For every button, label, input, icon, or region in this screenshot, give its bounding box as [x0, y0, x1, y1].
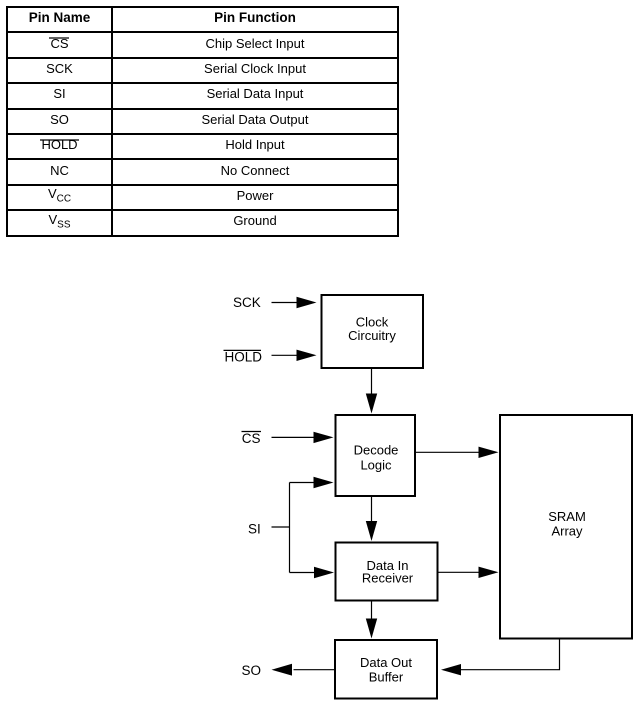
- svg-text:SI: SI: [248, 522, 261, 537]
- svg-text:Receiver: Receiver: [362, 571, 414, 586]
- svg-text:Clock: Clock: [356, 314, 389, 329]
- svg-text:SO: SO: [242, 663, 262, 678]
- svg-text:Data Out: Data Out: [360, 655, 412, 670]
- svg-text:HOLD: HOLD: [225, 349, 263, 364]
- svg-text:CS: CS: [242, 431, 261, 446]
- svg-text:SRAM: SRAM: [548, 509, 586, 524]
- svg-text:Data In: Data In: [367, 558, 409, 573]
- svg-text:Buffer: Buffer: [369, 669, 404, 684]
- svg-text:Logic: Logic: [360, 457, 392, 472]
- svg-text:SCK: SCK: [233, 295, 261, 310]
- svg-text:Circuitry: Circuitry: [348, 328, 396, 343]
- svg-text:Array: Array: [551, 523, 583, 538]
- svg-text:Decode: Decode: [354, 443, 399, 458]
